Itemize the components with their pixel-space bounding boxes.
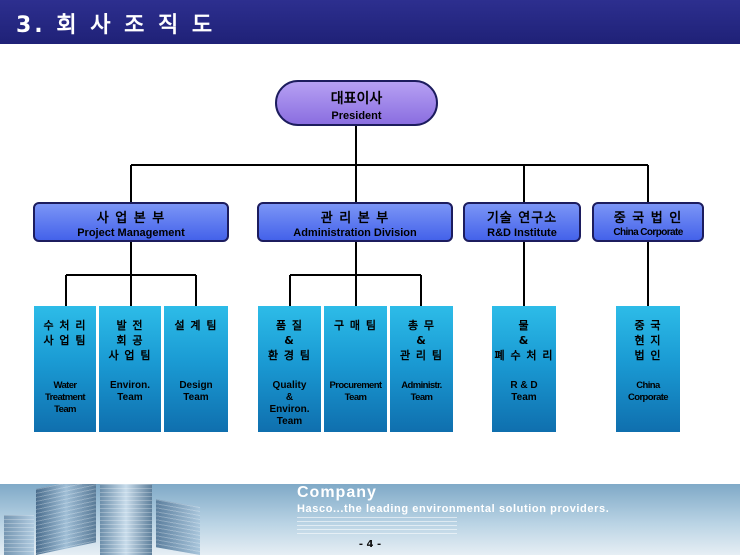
team-design: 설 계 팀 Design Team xyxy=(164,306,228,432)
building-image xyxy=(100,484,152,555)
footer-fine-print xyxy=(297,517,457,535)
dept-label-en: China Corporate xyxy=(613,227,683,238)
team-procurement: 구 매 팀 Procurement Team xyxy=(324,306,387,432)
team-china-local: 중 국 현 지 법 인 China Corporate xyxy=(616,306,680,432)
team-label-en: Environ. Team xyxy=(109,380,150,403)
footer-company-name: Company xyxy=(297,484,377,501)
dept-rnd-institute: 기술 연구소 R&D Institute xyxy=(463,202,581,242)
team-label-ko: 중 국 현 지 법 인 xyxy=(634,319,662,362)
president-box: 대표이사 President xyxy=(275,80,438,126)
team-label-ko: 물 & 폐 수 처 리 xyxy=(494,319,554,362)
page-title: 3. 회 사 조 직 도 xyxy=(16,13,216,38)
team-label-ko: 품 질 & 환 경 팀 xyxy=(267,319,312,362)
president-label-en: President xyxy=(331,110,382,122)
footer-slogan: Hasco...the leading environmental soluti… xyxy=(297,503,610,515)
team-rnd: 물 & 폐 수 처 리 R & D Team xyxy=(492,306,556,432)
dept-label-en: Project Management xyxy=(77,227,185,239)
dept-label-ko: 중 국 법 인 xyxy=(613,211,683,226)
president-label-ko: 대표이사 xyxy=(330,91,383,107)
dept-administration-division: 관 리 본 부 Administration Division xyxy=(257,202,453,242)
team-label-en: China Corporate xyxy=(628,380,669,403)
footer-banner xyxy=(0,484,740,555)
dept-china-corporate: 중 국 법 인 China Corporate xyxy=(592,202,704,242)
dept-project-management: 사 업 본 부 Project Management xyxy=(33,202,229,242)
dept-label-en: Administration Division xyxy=(293,227,417,239)
team-label-ko: 수 처 리 사 업 팀 xyxy=(43,319,87,347)
team-label-en: R & D Team xyxy=(510,380,538,403)
dept-label-en: R&D Institute xyxy=(487,227,557,239)
team-label-en: Administr. Team xyxy=(401,380,442,403)
title-bar: 3. 회 사 조 직 도 xyxy=(0,0,740,44)
dept-label-ko: 관 리 본 부 xyxy=(320,211,390,226)
team-label-ko: 설 계 팀 xyxy=(174,319,218,332)
team-label-en: Procurement Team xyxy=(329,380,382,403)
team-label-ko: 총 무 & 관 리 팀 xyxy=(399,319,444,362)
dept-label-ko: 기술 연구소 xyxy=(486,211,558,226)
team-label-ko: 발 전 회 공 사 업 팀 xyxy=(108,319,152,362)
team-water-treatment: 수 처 리 사 업 팀 Water Treatment Team xyxy=(34,306,96,432)
page-number: - 4 - xyxy=(358,539,382,550)
building-image xyxy=(4,515,34,555)
team-label-en: Design Team xyxy=(179,380,213,403)
team-label-en: Water Treatment Team xyxy=(44,380,86,415)
team-label-ko: 구 매 팀 xyxy=(333,319,378,332)
team-environ: 발 전 회 공 사 업 팀 Environ. Team xyxy=(99,306,161,432)
team-label-en: Quality & Environ. Team xyxy=(269,380,310,427)
team-quality-environ: 품 질 & 환 경 팀 Quality & Environ. Team xyxy=(258,306,321,432)
dept-label-ko: 사 업 본 부 xyxy=(96,211,166,226)
team-administration: 총 무 & 관 리 팀 Administr. Team xyxy=(390,306,453,432)
